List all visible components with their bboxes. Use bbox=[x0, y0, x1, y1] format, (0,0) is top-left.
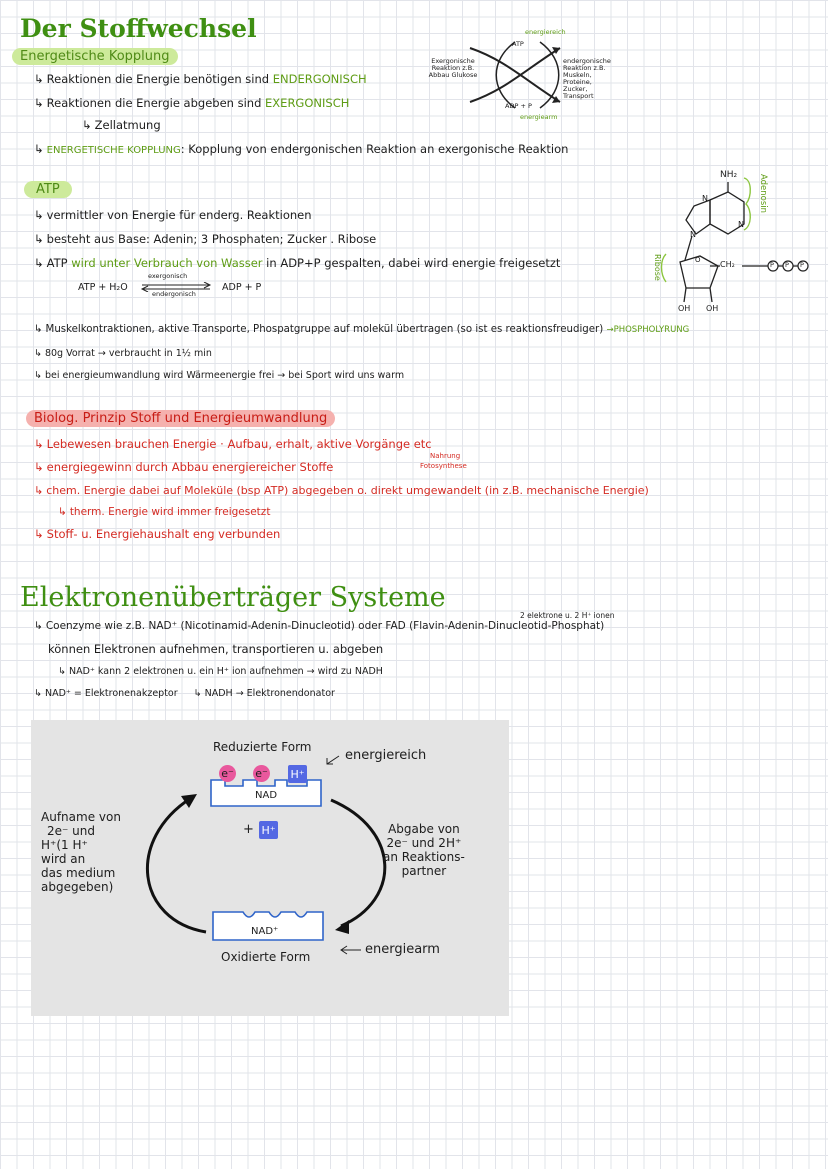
text-chem-energie: ↳chem. Energie dabei auf Moleküle (bsp A… bbox=[34, 484, 649, 497]
heading-biolog-prinzip: Biolog. Prinzip Stoff und Energieumwandl… bbox=[26, 410, 336, 427]
note-fotosynthese: Fotosynthese bbox=[420, 462, 467, 470]
note-abgabe: Abgabe von 2e⁻ und 2H⁺ an Reaktions- par… bbox=[383, 822, 465, 878]
text-lebewesen-energie: ↳Lebewesen brauchen Energie · Aufbau, er… bbox=[34, 437, 432, 451]
eq-exergonisch: exergonisch bbox=[148, 272, 188, 280]
text-zellatmung: ↳Zellatmung bbox=[82, 118, 161, 132]
coupling-right-label: endergonische Reaktion z.B. Muskeln, Pro… bbox=[563, 57, 611, 100]
atp-molecule: NH₂ N N N CH₂ P P P O OH OH Adenosin Rib… bbox=[640, 170, 820, 330]
coupling-left-label: Exergonische Reaktion z.B. Abbau Glukose bbox=[428, 57, 478, 79]
coupling-top-annot: energiereich bbox=[525, 28, 566, 36]
text-muskelkontraktionen: ↳Muskelkontraktionen, aktive Transporte,… bbox=[34, 324, 690, 335]
heading-atp: ATP bbox=[24, 181, 72, 198]
text-exergonisch: ↳Reaktionen die Energie abgeben sind EXE… bbox=[34, 96, 350, 110]
electron-1: e⁻ bbox=[219, 765, 236, 782]
coupling-bottom-label: ADP + P bbox=[505, 102, 532, 110]
mol-oh2: OH bbox=[706, 304, 719, 313]
label-adenosin: Adenosin bbox=[758, 174, 768, 214]
atp-equation: ATP + H₂O exergonisch endergonisch ADP +… bbox=[78, 272, 278, 298]
proton-top: H⁺ bbox=[288, 765, 307, 783]
note-2-elektrone: 2 elektrone u. 2 H⁺ ionen bbox=[520, 611, 615, 620]
atp-structure bbox=[660, 177, 809, 303]
mol-o: O bbox=[695, 256, 701, 264]
heading-energetische-kopplung: Energetische Kopplung bbox=[12, 48, 178, 65]
label-energiearm: energiearm bbox=[365, 942, 440, 957]
eq-double-arrow bbox=[140, 282, 212, 292]
mol-n2: N bbox=[738, 220, 744, 229]
label-reduzierte-form: Reduzierte Form bbox=[213, 740, 312, 754]
nad-diagram: Reduzierte Form energiereich e⁻ e⁻ H⁺ NA… bbox=[31, 720, 509, 1016]
electron-2: e⁻ bbox=[253, 765, 270, 782]
heading-elektronen: Elektronenüberträger Systeme bbox=[20, 582, 446, 613]
text-nad-aufnehmen: ↳NAD⁺ kann 2 elektronen u. ein H⁺ ion au… bbox=[58, 666, 383, 677]
mol-ch2: CH₂ bbox=[720, 260, 735, 269]
text-waermeenergie: ↳bei energieumwandlung wird Wärmeenergie… bbox=[34, 370, 405, 381]
eq-endergonisch: endergonisch bbox=[152, 290, 196, 298]
coupling-bottom-annot: energiearm bbox=[520, 113, 558, 121]
coupling-diagram: Exergonische Reaktion z.B. Abbau Glukose… bbox=[428, 20, 640, 121]
label-nad-top: NAD bbox=[255, 790, 278, 801]
plus-sign: + bbox=[243, 822, 254, 837]
text-akzeptor-donator: ↳NAD⁺ = Elektronenakzeptor↳NADH → Elektr… bbox=[34, 688, 335, 699]
text-atp-bestandteile: ↳besteht aus Base: Adenin; 3 Phosphaten;… bbox=[34, 232, 377, 246]
proton-mid: H⁺ bbox=[259, 821, 278, 839]
label-oxidierte-form: Oxidierte Form bbox=[221, 950, 311, 964]
note-aufnahme: Aufname von 2e⁻ und H⁺(1 H⁺ wird an das … bbox=[41, 810, 121, 894]
text-elektronen-aufnehmen: können Elektronen aufnehmen, transportie… bbox=[48, 642, 384, 656]
text-atp-vermittler: ↳vermittler von Energie für enderg. Reak… bbox=[34, 208, 312, 222]
nad-diagram-lines bbox=[145, 755, 387, 955]
mol-oh1: OH bbox=[678, 304, 691, 313]
mol-nh2: NH₂ bbox=[720, 170, 738, 180]
label-ribose: Ribose bbox=[653, 254, 662, 281]
mol-p2: P bbox=[785, 261, 789, 269]
page-title: Der Stoffwechsel bbox=[20, 14, 257, 43]
text-vorrat: ↳80g Vorrat → verbraucht in 1½ min bbox=[34, 348, 212, 359]
label-energiereich: energiereich bbox=[345, 748, 427, 763]
coupling-top-label: ATP bbox=[512, 40, 524, 48]
text-energetische-kopplung-def: ↳ENERGETISCHE KOPPLUNG: Kopplung von end… bbox=[34, 142, 569, 156]
eq-right: ADP + P bbox=[222, 282, 262, 293]
text-therm-energie: ↳therm. Energie wird immer freigesetzt bbox=[58, 506, 271, 518]
text-energiegewinn: ↳energiegewinn durch Abbau energiereiche… bbox=[34, 460, 334, 474]
mol-n1: N bbox=[702, 194, 708, 203]
label-nad-bottom: NAD⁺ bbox=[251, 926, 279, 937]
note-nahrung: Nahrung bbox=[430, 452, 461, 460]
mol-p3: P bbox=[800, 261, 804, 269]
text-atp-spaltung: ↳ATP wird unter Verbrauch von Wasser in … bbox=[34, 256, 561, 270]
coupling-arrows bbox=[469, 41, 561, 109]
mol-n3: N bbox=[690, 230, 696, 239]
eq-left: ATP + H₂O bbox=[78, 282, 128, 293]
mol-p1: P bbox=[770, 261, 774, 269]
text-coenzyme: ↳Coenzyme wie z.B. NAD⁺ (Nicotinamid-Ade… bbox=[34, 620, 605, 632]
text-endergonisch: ↳Reaktionen die Energie benötigen sind E… bbox=[34, 72, 367, 86]
text-stoff-energiehaushalt: ↳Stoff- u. Energiehaushalt eng verbunden bbox=[34, 527, 281, 541]
